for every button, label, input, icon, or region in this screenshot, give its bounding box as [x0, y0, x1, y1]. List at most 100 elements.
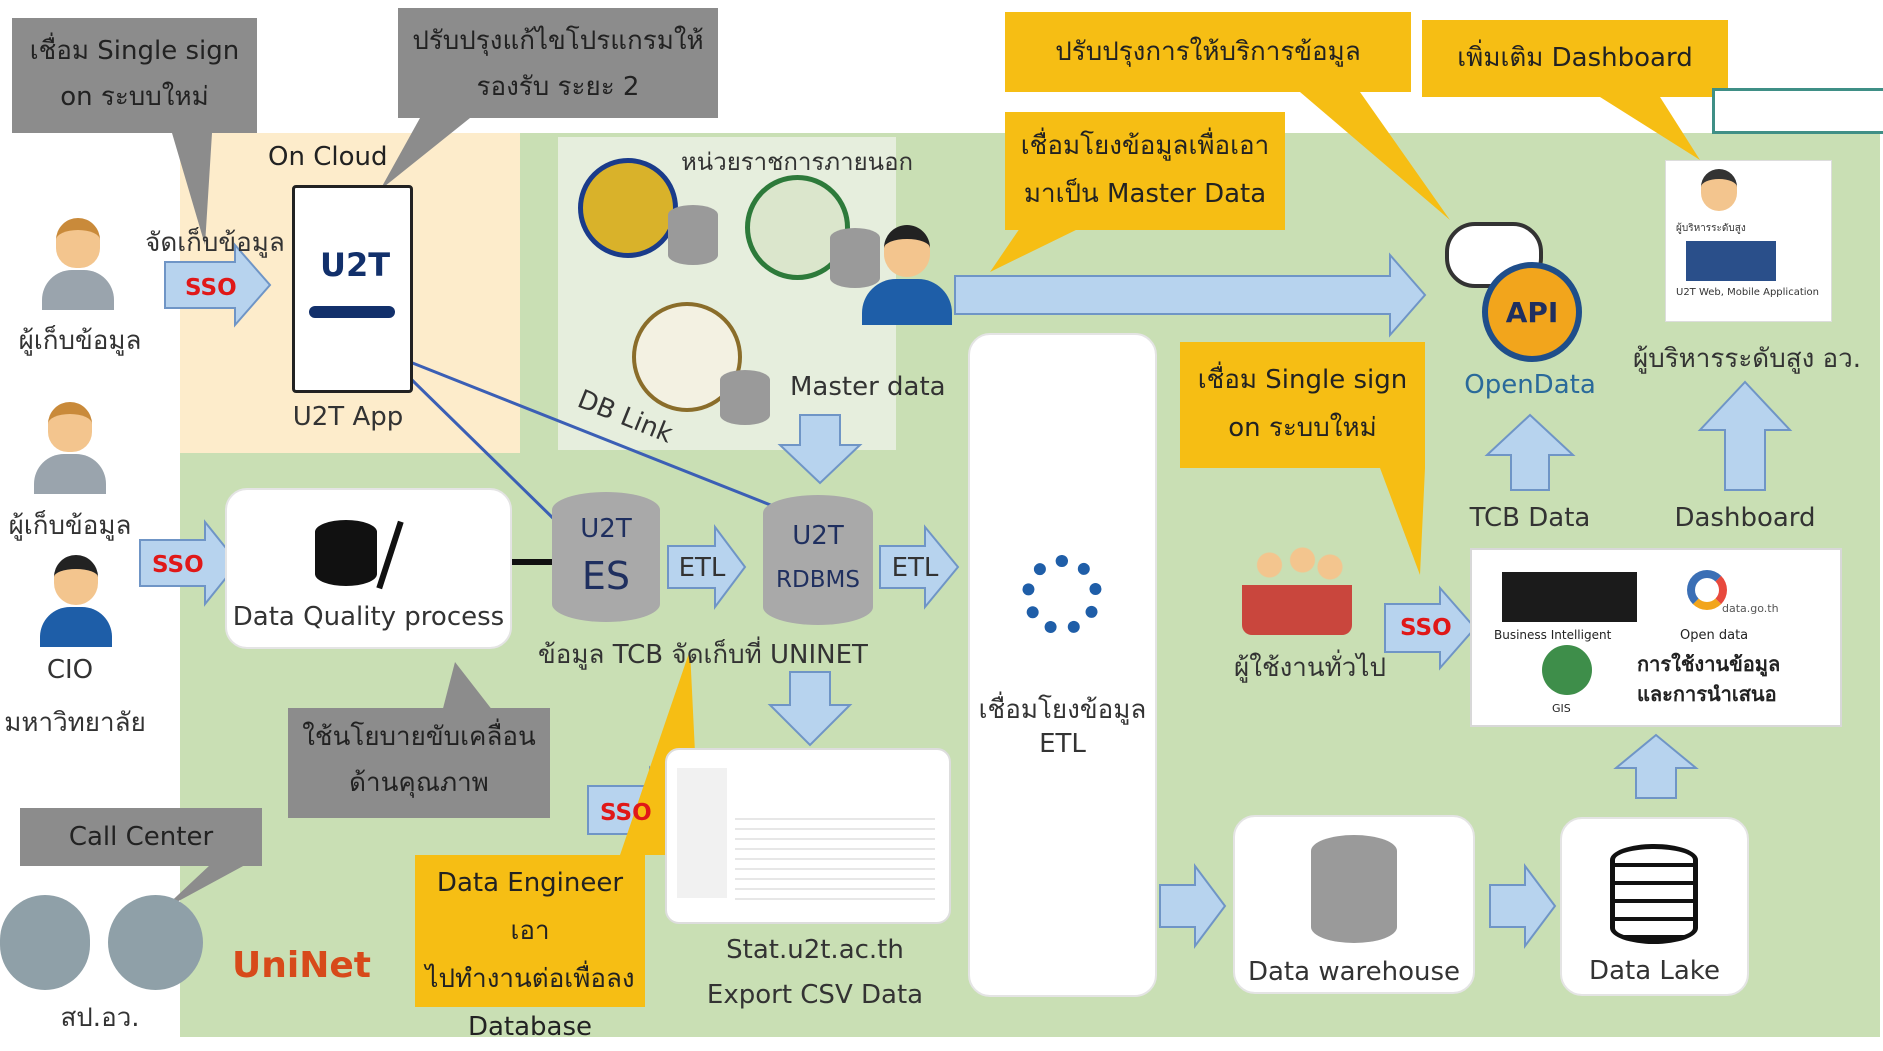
opendata-label: OpenData	[1464, 370, 1596, 400]
sso-badge-usage: SSO	[1400, 615, 1452, 641]
screenshot-sidebar	[677, 768, 727, 898]
etl-label-2: ETL	[891, 553, 939, 583]
opendata-logo-icon	[1687, 570, 1727, 610]
es-caption: ข้อมูล TCB จัดเก็บที่ UNINET	[538, 640, 868, 670]
rdbms-top-label: U2T	[792, 521, 844, 551]
person-collector-2-icon	[34, 402, 106, 494]
warehouse-db-icon	[1311, 835, 1397, 943]
callout-add-dashboard: เพิ่มเติม Dashboard	[1422, 20, 1728, 97]
staff-person-icon	[862, 225, 952, 325]
arrow-rdbms-stat	[767, 671, 853, 747]
database-icon	[830, 228, 880, 288]
pointer-improve	[1300, 92, 1450, 220]
external-title: หน่วยราชการภายนอก	[680, 148, 914, 176]
callout-sso-right: เชื่อม Single sign on ระบบใหม่	[1180, 342, 1425, 468]
exec-card-caption: U2T Web, Mobile Application	[1676, 287, 1819, 298]
database-broom-icon	[315, 520, 377, 586]
callout-line: on ระบบใหม่	[60, 82, 209, 112]
etl-box: เชื่อมโยงข้อมูล ETL	[968, 333, 1157, 997]
lake-db-icon	[1610, 844, 1698, 944]
sso-badge-stat: SSO	[600, 800, 652, 826]
tcb-label: TCB Data	[1469, 503, 1591, 533]
exec-person-icon	[1701, 169, 1737, 211]
callout-line: Database	[467, 1012, 593, 1042]
master-data-label: Master data	[790, 372, 946, 402]
usage-line: และการนำเสนอ	[1637, 682, 1777, 706]
db-link-line-2	[410, 378, 562, 527]
callout-improve-service: ปรับปรุงการให้บริการข้อมูล	[1005, 12, 1411, 92]
gis-label: GIS	[1552, 702, 1571, 715]
bi-label: Business Intelligent	[1494, 628, 1612, 642]
arrow-etl-warehouse	[1159, 863, 1227, 949]
callout-line: รองรับ ระยะ 2	[476, 72, 640, 102]
api-gear-icon: API	[1482, 262, 1582, 362]
callout-master-link: เชื่อมโยงข้อมูลเพื่อเอา มาเป็น Master Da…	[1005, 112, 1285, 230]
pointer-app-fix	[380, 118, 470, 190]
callout-line: ด้านคุณภาพ	[349, 768, 489, 798]
etl-box-line: ETL	[1039, 729, 1086, 759]
callout-call-center: Call Center	[20, 808, 262, 866]
broom-icon	[376, 520, 404, 590]
dashboard-label: Dashboard	[1674, 503, 1816, 533]
uninet-logo: UniNet	[232, 945, 371, 986]
warehouse-box: Data warehouse	[1233, 815, 1475, 994]
exec-card-title: ผู้บริหารระดับสูง	[1676, 223, 1746, 234]
api-label: API	[1505, 296, 1559, 329]
callout-line: on ระบบใหม่	[1228, 413, 1377, 443]
u2t-app-phone[interactable]: U2T	[292, 185, 413, 393]
tourism-seal-icon	[632, 302, 742, 412]
collector-1-label: ผู้เก็บข้อมูล	[18, 326, 142, 356]
callout-line: มาเป็น Master Data	[1023, 179, 1267, 209]
datagoth-label: data.go.th	[1722, 602, 1779, 615]
callout-line: Data Engineer เอา	[436, 868, 624, 946]
cio-label: CIO	[46, 655, 94, 685]
person-cio-icon	[40, 555, 112, 647]
callout-line: ไปทำงานต่อเพื่อลง	[425, 964, 635, 994]
es-top-label: U2T	[580, 514, 632, 544]
collector-2-label: ผู้เก็บข้อมูล	[8, 511, 132, 541]
opendata-small-label: Open data	[1680, 628, 1749, 643]
rdbms-database: U2T RDBMS	[763, 495, 873, 625]
sso-badge-dq: SSO	[152, 552, 204, 578]
arrow-es-rdbms	[667, 524, 747, 610]
app-label: U2T App	[292, 402, 404, 432]
data-quality-label: Data Quality process	[232, 602, 505, 632]
arrow-master-api	[954, 252, 1427, 338]
es-bottom-label: ES	[581, 554, 631, 598]
callout-line: เชื่อม Single sign	[1197, 365, 1408, 395]
callout-data-engineer: Data Engineer เอา ไปทำงานต่อเพื่อลง Data…	[415, 855, 645, 1042]
arrow-lake-usage	[1613, 733, 1699, 799]
device-icon	[1686, 241, 1776, 281]
gis-globe-icon	[1542, 645, 1592, 695]
exec-label: ผู้บริหารระดับสูง อว.	[1632, 344, 1862, 374]
csv-label: Export CSV Data	[706, 980, 924, 1010]
cloud-title: On Cloud	[268, 142, 388, 172]
arrow-tcb-up	[1484, 413, 1576, 491]
operator-2-icon	[108, 895, 203, 990]
warehouse-label: Data warehouse	[1247, 957, 1461, 987]
data-quality-box: Data Quality process	[225, 488, 512, 649]
callout-line: เชื่อม Single sign	[29, 36, 240, 66]
store-data-label: จัดเก็บข้อมูล	[145, 228, 285, 258]
teal-frame	[1712, 88, 1883, 134]
arrow-rdbms-etl	[879, 524, 960, 610]
stat-label[interactable]: Stat.u2t.ac.th	[726, 935, 904, 965]
database-icon	[668, 205, 718, 265]
arrow-sso-app	[164, 242, 272, 328]
callout-line: ใช้นโยบายขับเคลื่อน	[302, 722, 536, 752]
database-icon	[720, 370, 770, 425]
stat-screenshot[interactable]	[665, 748, 951, 924]
callout-app-fix: ปรับปรุงแก้ไขโปรแกรมให้ รองรับ ระยะ 2	[398, 8, 718, 118]
pointer-master	[990, 228, 1080, 272]
arrow-dashboard-up	[1697, 380, 1793, 491]
bi-thumbnail	[1502, 572, 1637, 622]
callout-policy: ใช้นโยบายขับเคลื่อน ด้านคุณภาพ	[288, 708, 550, 818]
callout-line: ปรับปรุงแก้ไขโปรแกรมให้	[412, 26, 704, 56]
app-bar	[309, 306, 395, 318]
arrow-warehouse-lake	[1489, 863, 1557, 949]
pointer-dashboard	[1600, 97, 1700, 160]
gear-network-icon	[1022, 555, 1102, 635]
customs-seal-icon	[578, 158, 678, 258]
pointer-policy	[440, 662, 500, 720]
